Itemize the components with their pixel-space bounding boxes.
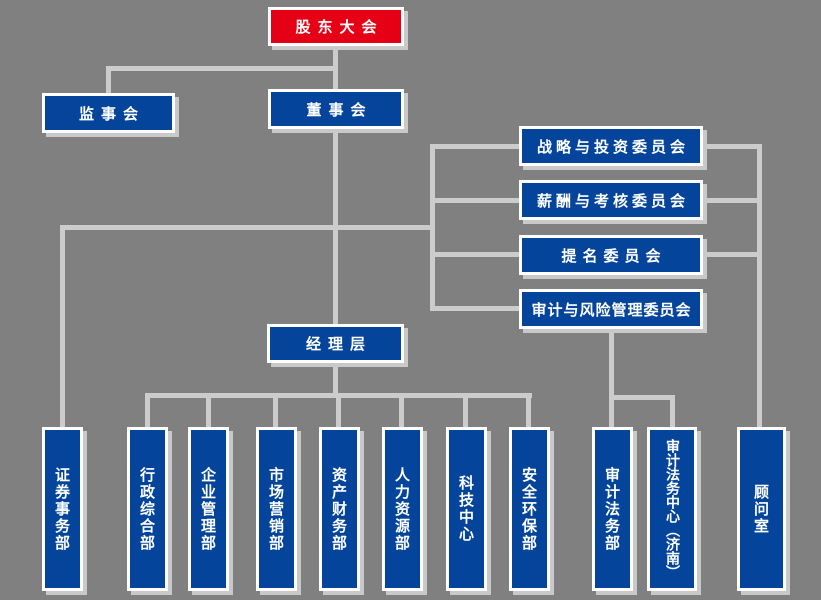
connector-committee4-left-stub [430,306,520,311]
node-label: 审计法务中心（济南） [664,439,680,579]
node-label: 人力资源部 [393,466,411,552]
connector-dept-stub-marketing [273,393,278,427]
node-shareholders-meeting: 股东大会 [268,7,404,46]
node-dept-human-resources: 人力资源部 [382,427,423,591]
node-label: 战略与投资委员会 [536,137,689,156]
node-label: 企业管理部 [199,466,217,552]
node-board-of-directors: 董事会 [268,89,404,129]
connector-committee2-right-stub [700,198,762,203]
node-dept-audit-legal-center-jinan: 审计法务中心（济南） [647,427,697,591]
node-label: 市场营销部 [267,466,285,552]
connector-dept-stub-tech [463,393,468,427]
node-label: 经理层 [305,335,372,353]
connector-committee-left-bus [430,144,435,310]
connector-committee1-right-stub [700,144,762,149]
node-management-level: 经理层 [267,324,404,363]
node-committee-strategy-investment: 战略与投资委员会 [519,126,703,166]
connector-dept-stub-enterprise [206,393,211,427]
node-dept-safety-environment: 安全环保部 [509,427,550,591]
connector-dept-stub-admin [145,393,150,427]
connector-root-trunk [333,44,338,326]
node-dept-enterprise-management: 企业管理部 [188,427,229,591]
connector-advisory-bus [757,144,762,427]
connector-committee3-right-stub [700,252,762,257]
node-label: 审计法务部 [603,466,621,552]
node-dept-securities-affairs: 证券事务部 [42,427,83,591]
node-label: 监事会 [78,104,145,123]
node-label: 提名委员会 [561,246,667,265]
node-label: 资产财务部 [330,466,348,552]
node-label: 科技中心 [457,475,475,543]
connector-audit-horizontal [609,395,675,400]
node-label: 董事会 [306,100,373,119]
node-committee-nomination: 提名委员会 [519,235,703,275]
node-label: 证券事务部 [53,466,71,552]
node-label: 顾问室 [752,483,770,535]
connector-board-feeder [60,225,435,230]
connector-dept-stub-finance [336,393,341,427]
node-label: 薪酬与考核委员会 [536,191,689,210]
node-label: 股东大会 [295,18,384,36]
connector-committee2-left-stub [430,198,520,203]
node-dept-administrative-general: 行政综合部 [127,427,168,591]
node-dept-asset-finance: 资产财务部 [319,427,360,591]
node-label: 审计与风险管理委员会 [531,300,692,319]
node-committee-compensation-assessment: 薪酬与考核委员会 [519,180,703,220]
node-supervisory-board: 监事会 [42,93,175,133]
connector-jinan-stub [670,395,675,427]
node-dept-advisory-office: 顾问室 [737,427,786,591]
connector-committee1-left-stub [430,144,520,149]
connector-dept-stub-safety [526,393,531,427]
node-label: 行政综合部 [138,466,156,552]
connector-audit-drop [609,329,614,427]
node-label: 安全环保部 [520,466,538,552]
connector-management-trunk [333,363,338,396]
connector-committee3-left-stub [430,252,520,257]
connector-supervisory-drop [106,66,111,94]
connector-securities-drop [60,225,65,427]
connector-top-horizontal [106,66,338,71]
node-dept-technology-center: 科技中心 [446,427,487,591]
node-committee-audit-risk: 审计与风险管理委员会 [519,289,703,329]
node-dept-marketing: 市场营销部 [256,427,297,591]
connector-dept-stub-hr [399,393,404,427]
node-dept-audit-legal: 审计法务部 [592,427,633,591]
